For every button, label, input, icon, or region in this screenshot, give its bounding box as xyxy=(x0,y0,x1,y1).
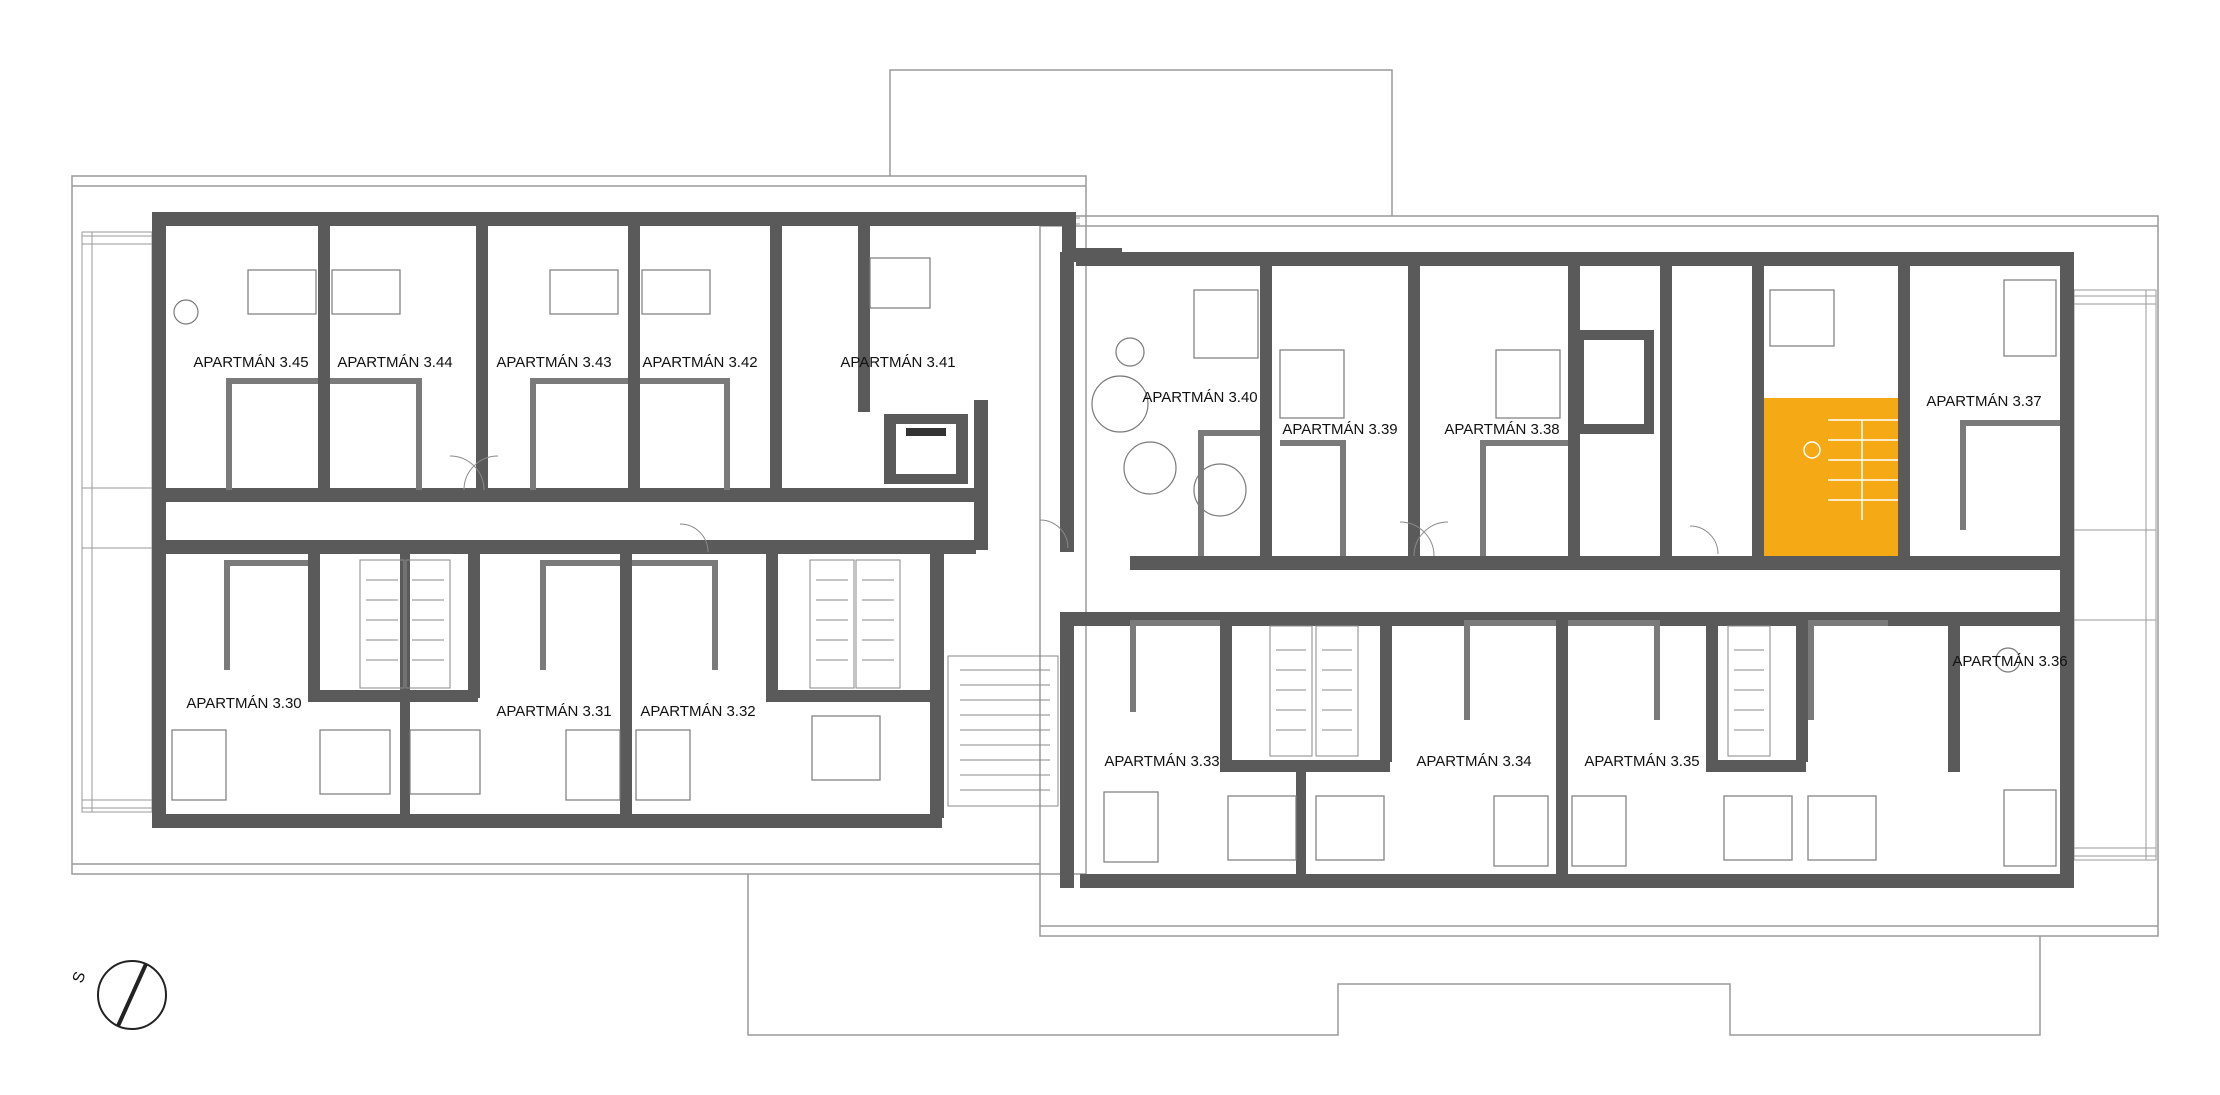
apartment-label-3-31: APARTMÁN 3.31 xyxy=(496,703,611,720)
elevator xyxy=(884,330,1654,484)
furniture xyxy=(171,257,2057,867)
apartment-label-3-30: APARTMÁN 3.30 xyxy=(186,695,301,712)
west-terrace xyxy=(81,231,153,813)
apartment-label-3-42: APARTMÁN 3.42 xyxy=(642,354,757,371)
apartment-label-3-36: APARTMÁN 3.36 xyxy=(1952,653,2067,670)
room-labels: APARTMÁN 3.45 APARTMÁN 3.44 APARTMÁN 3.4… xyxy=(186,354,2067,770)
apartment-label-3-37: APARTMÁN 3.37 xyxy=(1926,393,2041,410)
highlighted-stair-steps xyxy=(1803,419,1898,520)
door-swings xyxy=(449,455,1719,557)
bathroom-partitions xyxy=(224,378,2060,720)
walls xyxy=(152,212,2074,888)
apartment-label-3-38: APARTMÁN 3.38 xyxy=(1444,421,1559,438)
north-arrow: S xyxy=(70,960,167,1030)
apartment-label-3-41: APARTMÁN 3.41 xyxy=(840,354,955,371)
stairs xyxy=(359,559,1771,807)
apartment-label-3-35: APARTMÁN 3.35 xyxy=(1584,753,1699,770)
apartment-label-3-33: APARTMÁN 3.33 xyxy=(1104,753,1219,770)
apartment-label-3-43: APARTMÁN 3.43 xyxy=(496,354,611,371)
east-terrace xyxy=(2073,289,2157,861)
highlighted-staircase xyxy=(1760,398,1898,558)
apartment-label-3-39: APARTMÁN 3.39 xyxy=(1282,421,1397,438)
north-arrow-letter: S xyxy=(70,970,90,986)
apartment-label-3-44: APARTMÁN 3.44 xyxy=(337,354,452,371)
north-arrow-needle xyxy=(116,963,148,1027)
apartment-label-3-45: APARTMÁN 3.45 xyxy=(193,354,308,371)
apartment-label-3-34: APARTMÁN 3.34 xyxy=(1416,753,1531,770)
apartment-label-3-32: APARTMÁN 3.32 xyxy=(640,703,755,720)
apartment-label-3-40: APARTMÁN 3.40 xyxy=(1142,389,1257,406)
north-arrow-circle xyxy=(97,960,167,1030)
roof-outline xyxy=(71,69,2159,1036)
